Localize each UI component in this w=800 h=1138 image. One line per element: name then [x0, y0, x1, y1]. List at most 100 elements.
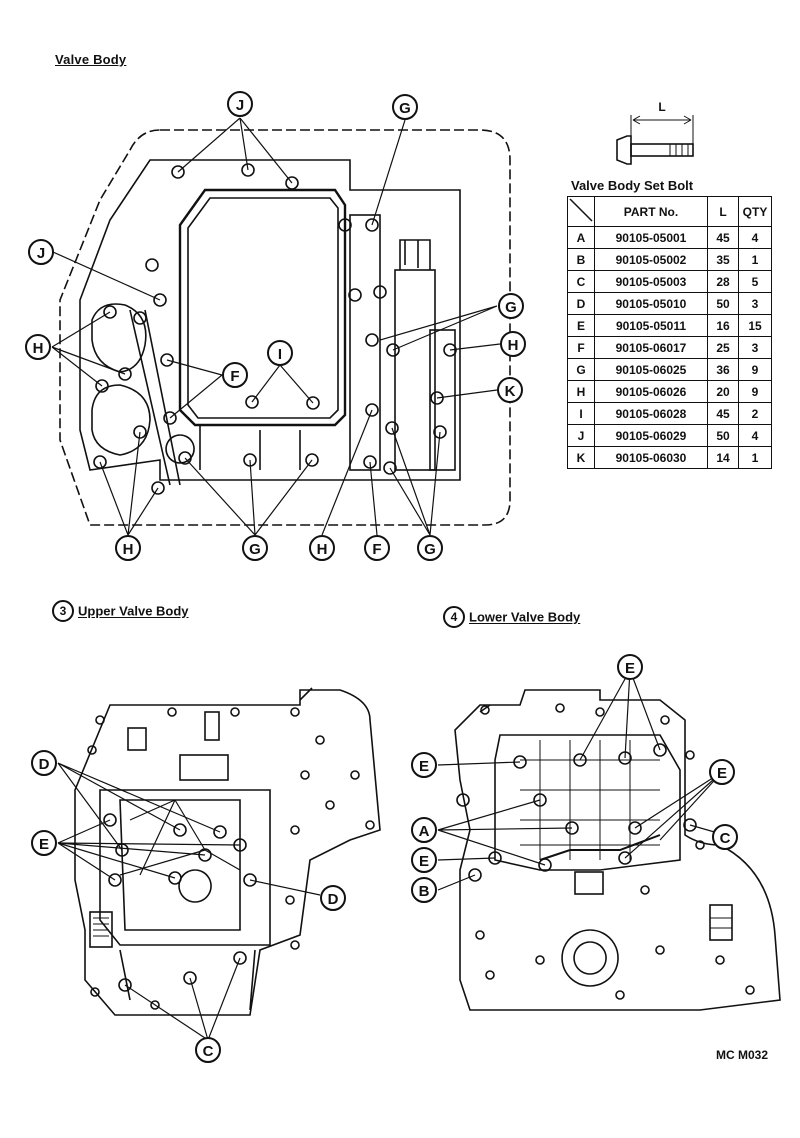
row-part: 90105-05002	[594, 248, 708, 271]
row-part: 90105-06017	[594, 336, 708, 359]
diagonal-divider-icon	[569, 198, 593, 222]
upper-section-label: Upper Valve Body	[78, 603, 189, 619]
row-part: 90105-05011	[594, 314, 708, 337]
row-part: 90105-06026	[594, 380, 708, 403]
callout-h-bottom: H	[309, 535, 335, 561]
callout-upper-e-left: E	[31, 830, 57, 856]
callout-f-bottom: F	[364, 535, 390, 561]
row-letter: E	[567, 314, 595, 337]
svg-text:A: A	[419, 823, 430, 840]
svg-text:J: J	[236, 97, 244, 114]
row-letter: D	[567, 292, 595, 315]
svg-text:E: E	[419, 853, 429, 870]
bolt-table-header: PART No. L QTY	[567, 196, 772, 227]
row-part: 90105-05010	[594, 292, 708, 315]
row-length: 20	[707, 380, 739, 403]
upper-section-number: 3	[52, 600, 74, 622]
callout-g-right: G	[498, 293, 524, 319]
bolt-table-title: Valve Body Set Bolt	[571, 178, 694, 193]
row-length: 36	[707, 358, 739, 381]
bolt-length-label: L	[658, 100, 665, 114]
row-part: 90105-06025	[594, 358, 708, 381]
callout-lower-e-left-top: E	[411, 752, 437, 778]
svg-text:E: E	[39, 836, 49, 853]
main-title: Valve Body	[55, 52, 127, 67]
callout-g-bottom: G	[242, 535, 268, 561]
callout-h-left: H	[25, 334, 51, 360]
callout-h-bottom-left: H	[115, 535, 141, 561]
row-letter: C	[567, 270, 595, 293]
lower-leader-lines	[437, 669, 726, 891]
callout-k: K	[497, 377, 523, 403]
callout-i: I	[267, 340, 293, 366]
row-letter: H	[567, 380, 595, 403]
row-qty: 5	[738, 270, 772, 293]
svg-text:C: C	[720, 830, 731, 847]
callout-lower-e-top: E	[617, 654, 643, 680]
row-letter: G	[567, 358, 595, 381]
row-qty: 9	[738, 380, 772, 403]
svg-text:J: J	[37, 245, 45, 262]
row-part: 90105-06028	[594, 402, 708, 425]
row-qty: 9	[738, 358, 772, 381]
callout-g-top: G	[392, 94, 418, 120]
row-qty: 2	[738, 402, 772, 425]
row-length: 25	[707, 336, 739, 359]
row-part: 90105-06030	[594, 446, 708, 469]
row-letter: F	[567, 336, 595, 359]
row-letter: J	[567, 424, 595, 447]
header-length: L	[707, 196, 739, 227]
svg-text:D: D	[328, 891, 339, 908]
svg-text:G: G	[505, 299, 517, 316]
callout-upper-d-right: D	[320, 885, 346, 911]
callout-upper-c: C	[195, 1037, 221, 1063]
callout-lower-c: C	[712, 824, 738, 850]
row-length: 50	[707, 292, 739, 315]
svg-text:G: G	[249, 541, 261, 558]
callout-upper-d-left: D	[31, 750, 57, 776]
svg-text:B: B	[419, 883, 430, 900]
svg-text:C: C	[203, 1043, 214, 1060]
callout-j-left: J	[28, 239, 54, 265]
callout-g-bottom-right: G	[417, 535, 443, 561]
row-qty: 15	[738, 314, 772, 337]
header-corner	[567, 196, 595, 227]
row-part: 90105-05001	[594, 226, 708, 249]
row-qty: 3	[738, 292, 772, 315]
svg-text:H: H	[33, 340, 44, 357]
svg-text:E: E	[717, 765, 727, 782]
row-qty: 3	[738, 336, 772, 359]
callout-j-top: J	[227, 91, 253, 117]
row-qty: 1	[738, 446, 772, 469]
callout-lower-e-left-bottom: E	[411, 847, 437, 873]
svg-text:E: E	[625, 660, 635, 677]
main-valve-body-drawing	[59, 129, 511, 526]
svg-text:G: G	[424, 541, 436, 558]
callout-lower-e-right: E	[709, 759, 735, 785]
callout-h-right: H	[500, 331, 526, 357]
callout-lower-a: A	[411, 817, 437, 843]
main-leader-lines	[51, 117, 501, 536]
bolt-icon	[616, 115, 694, 165]
row-length: 45	[707, 226, 739, 249]
row-part: 90105-06029	[594, 424, 708, 447]
svg-text:H: H	[317, 541, 328, 558]
callout-lower-b: B	[411, 877, 437, 903]
header-part-no: PART No.	[594, 196, 708, 227]
row-length: 45	[707, 402, 739, 425]
svg-text:H: H	[508, 337, 519, 354]
row-length: 14	[707, 446, 739, 469]
row-qty: 1	[738, 248, 772, 271]
row-length: 28	[707, 270, 739, 293]
lower-section-number: 4	[443, 606, 465, 628]
callouts: J G J H F I G H K H G H F G D E D C E E …	[25, 91, 738, 1063]
